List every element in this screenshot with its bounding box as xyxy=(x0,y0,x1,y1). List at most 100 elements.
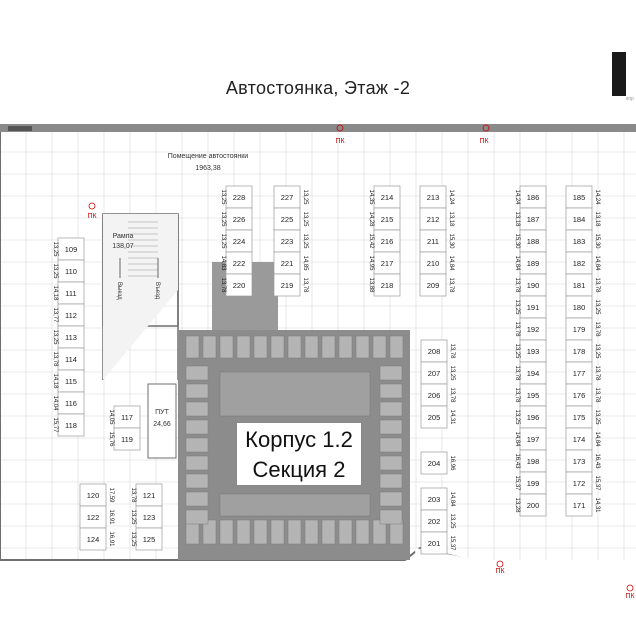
spot-number: 210 xyxy=(427,259,440,268)
spot-area: 14,84 xyxy=(514,431,520,447)
spot-area: 13,28 xyxy=(514,497,520,513)
spot-area: 14,95 xyxy=(368,255,374,271)
spot-number: 194 xyxy=(527,369,540,378)
spot-area: 15,37 xyxy=(514,475,520,491)
core-cell xyxy=(389,335,404,359)
spot-number: 121 xyxy=(143,491,156,500)
core-cell xyxy=(304,519,319,545)
spot-number: 119 xyxy=(121,435,133,444)
spot-number: 192 xyxy=(527,325,540,334)
spot-number: 217 xyxy=(381,259,394,268)
spot-area: 13,78 xyxy=(594,365,600,381)
pk-marker xyxy=(336,124,344,132)
spot-number: 206 xyxy=(428,391,441,400)
core-inner xyxy=(219,493,371,517)
core-cell xyxy=(253,335,268,359)
core-cell xyxy=(185,419,209,435)
spot-area: 13,18 xyxy=(448,211,454,227)
spot-area: 17,59 xyxy=(108,487,114,503)
spot-box xyxy=(519,493,547,517)
ramp-exit-label: Выезд xyxy=(116,282,122,300)
core-cell xyxy=(185,509,209,525)
core-cell xyxy=(185,491,209,507)
core-cell xyxy=(372,519,387,545)
spot-number: 195 xyxy=(527,391,540,400)
spot-number: 221 xyxy=(281,259,294,268)
spot-number: 174 xyxy=(573,435,586,444)
wall-segment xyxy=(8,126,32,131)
spot-number: 109 xyxy=(65,245,78,254)
spot-number: 181 xyxy=(573,281,586,290)
spot-number: 112 xyxy=(65,311,77,320)
core-cell xyxy=(270,335,285,359)
spot-area: 13,25 xyxy=(220,211,226,227)
core-cell xyxy=(219,519,234,545)
spot-number: 219 xyxy=(281,281,294,290)
pk-label-top: ПК xyxy=(335,138,345,145)
spot-area: 16,43 xyxy=(594,453,600,469)
spot-number: 111 xyxy=(65,289,76,298)
spot-number: 196 xyxy=(527,413,540,422)
spot-area: 14,24 xyxy=(514,189,520,205)
spot-number: 114 xyxy=(65,355,77,364)
spot-area: 13,25 xyxy=(302,211,308,227)
core-cell xyxy=(379,491,403,507)
spot-area: 13,18 xyxy=(594,211,600,227)
spot-area: 13,25 xyxy=(130,509,136,525)
core-cell xyxy=(185,365,209,381)
spot-area: 15,76 xyxy=(108,431,114,447)
spot-number: 172 xyxy=(573,479,586,488)
core-cell xyxy=(321,519,336,545)
spot-number: 207 xyxy=(428,369,441,378)
spot-number: 184 xyxy=(573,215,586,224)
spot-number: 208 xyxy=(428,347,441,356)
spot-area: 13,25 xyxy=(302,189,308,205)
top-wall xyxy=(0,124,636,132)
spot-number: 175 xyxy=(573,413,586,422)
pk-label-left: ПК xyxy=(87,213,97,220)
spot-area: 13,78 xyxy=(594,387,600,403)
spot-area: 14,18 xyxy=(52,285,58,301)
spot-area: 15,37 xyxy=(594,475,600,491)
spot-number: 201 xyxy=(428,539,441,548)
spot-number: 216 xyxy=(381,237,394,246)
spot-number: 180 xyxy=(573,303,586,312)
spot-area: 13,18 xyxy=(514,211,520,227)
spot-number: 226 xyxy=(233,215,246,224)
parking-spot: 119 15,76 xyxy=(108,427,141,451)
spot-area: 13,25 xyxy=(220,233,226,249)
spot-box xyxy=(79,527,107,551)
spot-box xyxy=(113,427,141,451)
pk-label-top-right: ПК xyxy=(479,138,489,145)
pk-marker xyxy=(626,584,634,592)
spot-number: 215 xyxy=(381,215,394,224)
spot-area: 13,25 xyxy=(594,343,600,359)
spot-area: 14,31 xyxy=(449,409,455,425)
spot-area: 14,84 xyxy=(449,491,455,507)
spot-area: 13,78 xyxy=(52,351,58,367)
spot-number: 178 xyxy=(573,347,586,356)
spot-area: 13,25 xyxy=(514,343,520,359)
spot-area: 13,25 xyxy=(514,299,520,315)
spot-area: 14,83 xyxy=(220,255,226,271)
spot-number: 223 xyxy=(281,237,294,246)
spot-number: 190 xyxy=(527,281,540,290)
spot-number: 123 xyxy=(143,513,156,522)
